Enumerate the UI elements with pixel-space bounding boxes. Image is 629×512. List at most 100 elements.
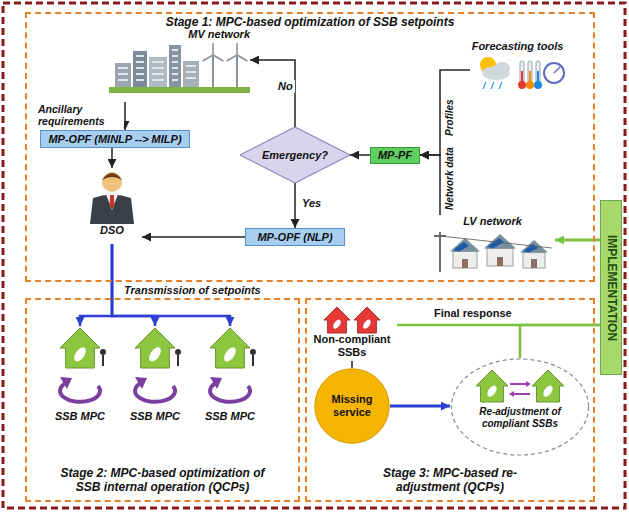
window (136, 61, 144, 63)
person-body (177, 355, 179, 366)
connector (112, 244, 230, 326)
vertical-label: IMPLEMENTATION (604, 234, 618, 340)
building (183, 61, 199, 87)
house-wall (487, 248, 513, 266)
exchange-arrow (510, 383, 526, 385)
connector (142, 236, 245, 238)
circle-node: Missing service (314, 368, 390, 444)
icon-label: SSB MPC (55, 410, 105, 423)
turbine-blade (237, 55, 247, 61)
connector (124, 102, 126, 130)
edge-label: No (276, 80, 295, 93)
stage-panel: Stage 2: MPC-based optimization of SSB i… (25, 298, 300, 502)
outer-frame (3, 3, 625, 508)
group-ellipse (451, 359, 588, 455)
connector (250, 60, 295, 127)
arrow-head (210, 377, 222, 389)
connector (351, 361, 353, 368)
connector (80, 244, 112, 326)
building (169, 45, 181, 87)
house-icon (476, 370, 508, 402)
stage-panel: Stage 1: MPC-based optimization of SSB s… (25, 12, 595, 282)
person-body (252, 355, 254, 366)
stage-panel: Stage 3: MPC-based re-adjustment (QCPs)N… (305, 298, 595, 502)
rain (499, 82, 502, 89)
implementation-bar: IMPLEMENTATION (600, 200, 622, 375)
icon-node: DSO (82, 168, 142, 244)
thermometer-level (521, 71, 523, 83)
rain (491, 82, 494, 89)
person-body (90, 195, 134, 225)
icon-node: SSB MPC (200, 326, 260, 430)
service-circle (315, 369, 389, 443)
connector (420, 155, 440, 215)
illustration (432, 228, 553, 274)
icon-label: Forecasting tools (472, 40, 564, 53)
box-label: MP-PF (378, 149, 412, 162)
house-door (497, 257, 503, 266)
connector (390, 405, 450, 408)
leaf-icon (541, 384, 554, 399)
connector (111, 148, 113, 168)
person-body (102, 355, 104, 366)
illustration (109, 41, 250, 93)
icon-node: LV network (430, 215, 555, 279)
ellipse-node: Re-adjustment of compliant SSBs (450, 358, 590, 456)
house-door (462, 259, 468, 268)
building (133, 51, 147, 87)
decision-diamond (240, 127, 350, 183)
window (136, 73, 144, 75)
person-tie (110, 195, 115, 209)
connector (420, 70, 470, 155)
leaf-icon (332, 318, 343, 330)
icon-label: LV network (463, 215, 522, 228)
window (118, 73, 128, 75)
ground (109, 87, 250, 93)
window (172, 61, 178, 63)
box-label: MP-OPF (NLP) (257, 231, 332, 244)
pole (439, 232, 441, 272)
free-label: Transmission of setpoints (122, 284, 263, 297)
house-icon (210, 328, 250, 368)
connector (112, 244, 155, 326)
house-door (531, 259, 537, 268)
window (152, 61, 164, 63)
icon-node: SSB MPC (50, 326, 110, 430)
window (172, 79, 178, 81)
leaf-icon (362, 318, 373, 330)
connector (520, 325, 600, 358)
window (172, 49, 178, 51)
illustration (309, 305, 395, 333)
turbine-blade (213, 55, 223, 61)
icon-node: Non-compliant SSBs (307, 305, 397, 361)
house-icon (135, 328, 175, 368)
window (172, 55, 178, 57)
person-hair (102, 173, 122, 180)
wire (440, 236, 552, 248)
window (172, 67, 178, 69)
process-box: MP-PF (370, 147, 420, 164)
icon-node: MV network (105, 28, 250, 102)
building (149, 57, 167, 87)
arrow-head (509, 391, 514, 397)
thermometer (520, 61, 524, 83)
thermometer-level (537, 71, 539, 83)
stage-title-box: Stage 1: MPC-based optimization of SSB s… (40, 16, 580, 30)
person-shirt (106, 194, 118, 210)
illustration (472, 53, 563, 95)
person-head (175, 349, 181, 355)
leaf-icon (222, 345, 238, 363)
house-icon (354, 307, 380, 333)
icon-node: SSB MPC (125, 326, 185, 430)
icon-label: MV network (188, 28, 250, 41)
rain (483, 82, 486, 89)
leaf-icon (485, 384, 498, 399)
gauge-needle (554, 67, 560, 73)
thermometer (536, 61, 540, 83)
icon-label: Non-compliant SSBs (307, 333, 397, 358)
illustration (202, 326, 258, 410)
turbine-tower (212, 55, 214, 87)
house-wall (523, 252, 545, 267)
window (152, 73, 164, 75)
